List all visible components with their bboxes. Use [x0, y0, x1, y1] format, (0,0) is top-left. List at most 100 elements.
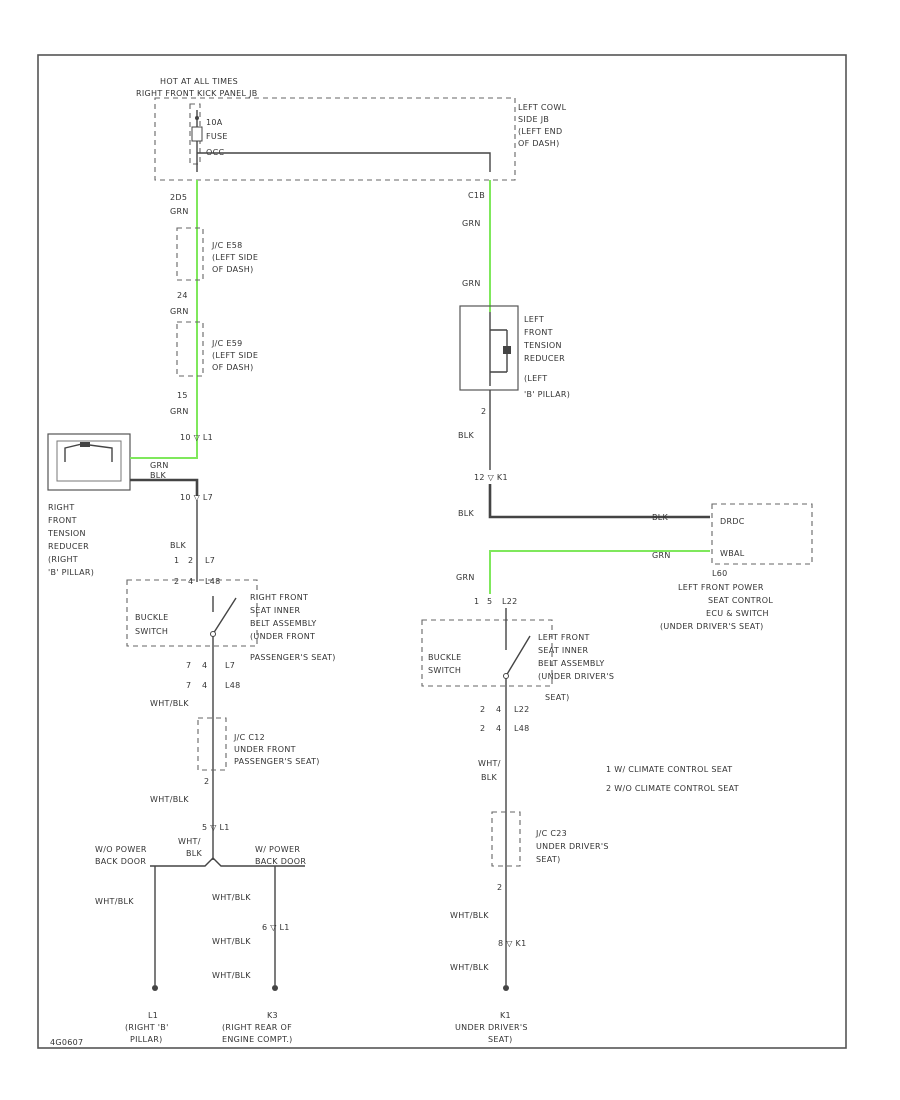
- pin-number: 2: [188, 556, 193, 565]
- ground-label-line1: UNDER DRIVER'S: [455, 1023, 528, 1032]
- option-label-line1: W/O POWER: [95, 845, 147, 854]
- junction-label-line3: PASSENGER'S SEAT): [234, 757, 320, 766]
- ground-wire: [488, 484, 710, 519]
- option-label-line2: BACK DOOR: [95, 857, 146, 866]
- reducer-label-line1: RIGHT: [48, 503, 75, 512]
- switch-blade: [212, 597, 237, 635]
- wire-color-label: GRN: [170, 307, 189, 316]
- junction-connector-box: [197, 717, 227, 771]
- pin-number: 4: [202, 661, 207, 670]
- seatbelt-label-line4: (UNDER FRONT: [250, 632, 315, 641]
- reducer-label-line6: 'B' PILLAR): [48, 568, 94, 577]
- switch-blade: [505, 635, 531, 677]
- reducer-label-line6: 'B' PILLAR): [524, 390, 570, 399]
- ground-label-line2: PILLAR): [130, 1035, 163, 1044]
- buckle-label-line2: SWITCH: [135, 627, 168, 636]
- connector-label: 6 ▽ L1: [262, 923, 290, 932]
- junction-label-line1: J/C C12: [233, 733, 265, 742]
- pin-number: 2: [480, 724, 485, 733]
- switch-pivot: [503, 673, 509, 679]
- wire-color-label: BLK: [186, 849, 203, 858]
- option-label-line2: BACK DOOR: [255, 857, 306, 866]
- connector-label: L22: [514, 705, 530, 714]
- tension-reducer-element: [503, 346, 511, 354]
- ground-id: K1: [500, 1011, 511, 1020]
- buckle-label-line2: SWITCH: [428, 666, 461, 675]
- connector-label: 12 ▽ K1: [474, 473, 508, 482]
- buckle-switch-box: [421, 619, 553, 687]
- tension-reducer-element: [80, 442, 90, 447]
- buckle-switch-box: [126, 579, 258, 647]
- buckle-label-line1: BUCKLE: [135, 613, 169, 622]
- legend-item: 1 W/ CLIMATE CONTROL SEAT: [606, 765, 732, 774]
- wire-color-label: GRN: [150, 461, 169, 470]
- tension-reducer-inner: [56, 440, 122, 482]
- seatbelt-label-line2: SEAT INNER: [250, 606, 300, 615]
- reducer-label-line2: FRONT: [48, 516, 77, 525]
- connector-label: L48: [225, 681, 241, 690]
- wire-color-label: BLK: [150, 471, 167, 480]
- fuse-box-node: [195, 116, 199, 120]
- left-cowl-jb-line3: (LEFT END: [518, 127, 562, 136]
- seatbelt-label-line3: BELT ASSEMBLY: [538, 659, 605, 668]
- fuse-box-title-line2: RIGHT FRONT KICK PANEL JB: [136, 89, 258, 98]
- junction-label-line1: J/C E58: [211, 241, 243, 250]
- wire-color-label: BLK: [170, 541, 187, 550]
- fuse-label2: FUSE: [206, 132, 228, 141]
- wire-color-label: BLK: [458, 431, 475, 440]
- left-cowl-jb-line2: SIDE JB: [518, 115, 549, 124]
- reducer-label-line4: REDUCER: [48, 542, 89, 551]
- junction-label-line2: UNDER DRIVER'S: [536, 842, 609, 851]
- connector-label: 10 ▽ L7: [180, 493, 213, 502]
- reducer-label-line3: TENSION: [47, 529, 86, 538]
- ground-point: [272, 985, 278, 991]
- wire-color-label: GRN: [462, 279, 481, 288]
- ground-id: K3: [267, 1011, 278, 1020]
- connector-label: 15: [177, 391, 188, 400]
- wire: [150, 857, 305, 867]
- reducer-label-line5: (LEFT: [524, 374, 547, 383]
- wire-color-label: WHT/BLK: [150, 699, 189, 708]
- legend-item: 2 W/O CLIMATE CONTROL SEAT: [606, 784, 739, 793]
- junction-connector-box: [176, 321, 204, 377]
- buckle-label-line1: BUCKLE: [428, 653, 462, 662]
- module-id: L60: [712, 569, 728, 578]
- seatbelt-label-line5: PASSENGER'S SEAT): [250, 653, 336, 662]
- legend: 1 W/ CLIMATE CONTROL SEAT 2 W/O CLIMATE …: [606, 765, 739, 793]
- junction-label-line2: UNDER FRONT: [234, 745, 296, 754]
- pin-number: 7: [186, 681, 191, 690]
- seat-control-ecu-box: [711, 503, 813, 565]
- junction-label-line1: J/C C23: [535, 829, 567, 838]
- pin-number: 2: [480, 705, 485, 714]
- fuse-box-bus-wire: [197, 152, 491, 172]
- seatbelt-label-line2: SEAT INNER: [538, 646, 588, 655]
- seatbelt-label-line4: (UNDER DRIVER'S: [538, 672, 614, 681]
- reducer-label-line5: (RIGHT: [48, 555, 78, 564]
- driver-circuit: C1B GRN GRN LEFT FRONT TENSION REDUCER (…: [421, 180, 813, 1044]
- junction-connector-box: [176, 227, 204, 281]
- wire-color-label: GRN: [652, 551, 671, 560]
- pin-number: 1: [174, 556, 179, 565]
- connector-label: C1B: [468, 191, 485, 200]
- connector-label: L48: [205, 577, 221, 586]
- green-wire: [130, 445, 198, 459]
- ground-label-line1: (RIGHT REAR OF: [222, 1023, 292, 1032]
- wire-color-label: GRN: [456, 573, 475, 582]
- pin-number: 7: [186, 661, 191, 670]
- junction-label-line2: (LEFT SIDE: [212, 351, 258, 360]
- seatbelt-label-line1: LEFT FRONT: [538, 633, 590, 642]
- tension-reducer-box: [459, 305, 519, 391]
- wire-color-label: GRN: [462, 219, 481, 228]
- wire-color-label: GRN: [170, 207, 189, 216]
- green-wire: [489, 550, 710, 594]
- module-pin-label: DRDC: [720, 517, 745, 526]
- junction-label-line3: SEAT): [536, 855, 561, 864]
- reducer-label-line1: LEFT: [524, 315, 544, 324]
- fuse-box-outline: [154, 97, 516, 181]
- junction-label-line2: (LEFT SIDE: [212, 253, 258, 262]
- pin-number: 2: [481, 407, 486, 416]
- ground-point: [503, 985, 509, 991]
- connector-label: 5 ▽ L1: [202, 823, 230, 832]
- connector-label: L7: [225, 661, 235, 670]
